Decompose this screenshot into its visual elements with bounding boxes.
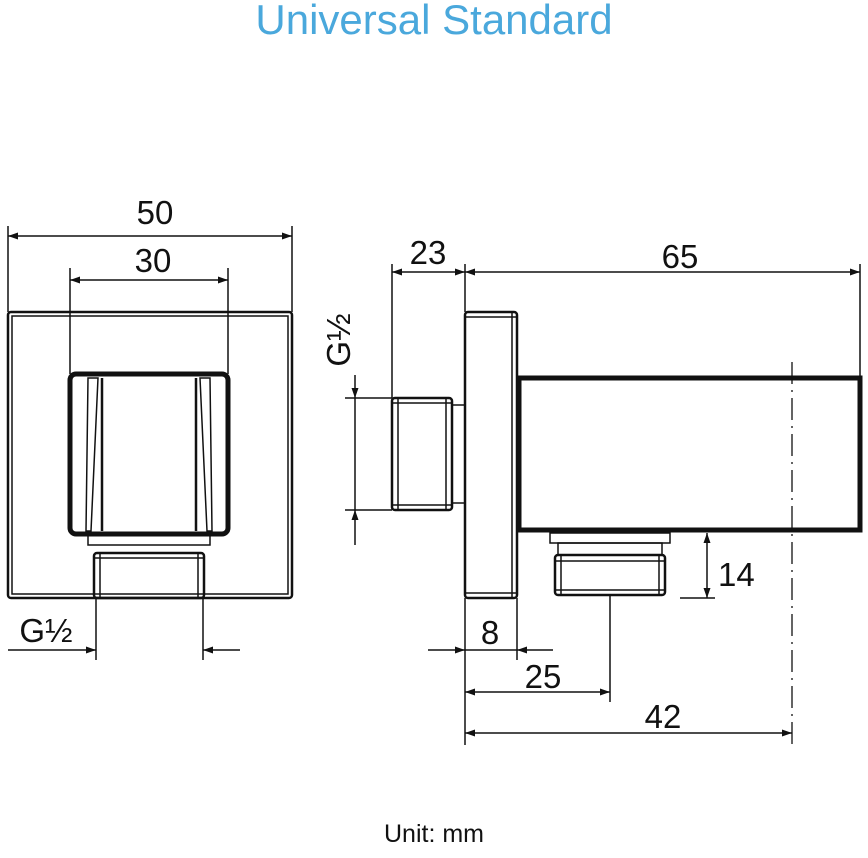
arm-body <box>516 375 863 533</box>
front-plate-inner-edge <box>11 315 289 595</box>
front-view <box>6 310 294 600</box>
inlet-thread <box>390 396 454 512</box>
inlet-neck <box>451 404 466 504</box>
dim-14: 14 <box>718 556 755 593</box>
dim-23: 23 <box>410 234 447 271</box>
dim-8: 8 <box>481 614 499 651</box>
dim-65: 65 <box>662 238 699 275</box>
dim-g-half-side: G½ <box>320 313 357 366</box>
dim-25: 25 <box>525 658 562 695</box>
side-dimensions: 23 65 G½ 14 8 25 42 <box>320 234 861 745</box>
dim-50: 50 <box>137 194 174 231</box>
taper-lines <box>85 377 213 532</box>
dim-42: 42 <box>645 698 682 735</box>
side-view <box>390 310 863 745</box>
front-thread <box>92 551 206 600</box>
diagram-title: Universal Standard <box>255 0 613 43</box>
front-dimensions: 50 30 G½ <box>7 194 293 660</box>
outlet-block <box>67 371 231 537</box>
flange <box>463 310 519 600</box>
front-plate-outline <box>6 310 294 600</box>
outlet-collar <box>549 532 671 544</box>
unit-label: Unit: mm <box>384 820 484 848</box>
dim-30: 30 <box>135 242 172 279</box>
outlet-neck <box>557 542 663 556</box>
dim-g-half-front: G½ <box>19 612 72 649</box>
collar <box>87 534 211 546</box>
